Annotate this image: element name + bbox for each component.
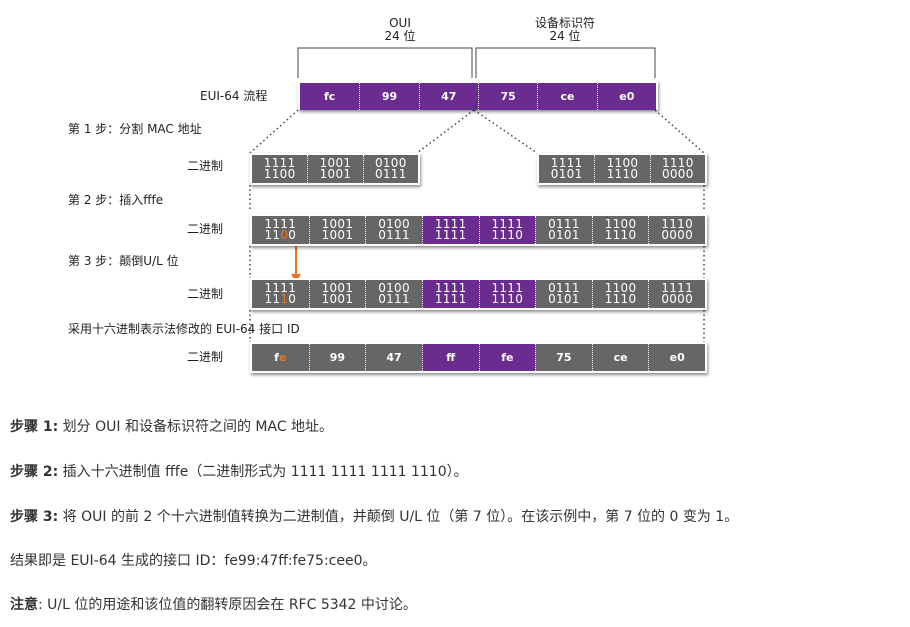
oui-label: OUI: [389, 16, 411, 30]
binary-label-3: 二进制: [187, 287, 224, 301]
paragraph-result: 结果即是 EUI-64 生成的接口 ID：fe99:47ff:fe75:cee0…: [10, 553, 377, 569]
oui-header: OUI 24 位: [370, 17, 430, 43]
binary-label-2: 二进制: [187, 222, 224, 236]
mac-hex-cell: fc: [300, 83, 360, 110]
eui-process-label: EUI-64 流程: [200, 89, 268, 103]
final-hex-cell: 75: [535, 344, 592, 371]
paragraph-step3: 步骤 3: 将 OUI 的前 2 个十六进制值转换为二进制值，并颠倒 U/L 位…: [10, 509, 739, 525]
final-hex-cell: fe: [478, 344, 536, 371]
paragraph-step2: 步骤 2: 插入十六进制值 fffe（二进制形式为 1111 1111 1111…: [10, 464, 468, 480]
final-hex-cell: 99: [308, 344, 366, 371]
step2-label: 第 2 步：插入fffe: [68, 193, 164, 207]
final-hex-cell: ff: [421, 344, 479, 371]
binary-label-4: 二进制: [187, 350, 224, 364]
step3-label: 第 3 步：颠倒U/L 位: [68, 254, 179, 268]
mac-hex-cell: 99: [359, 83, 419, 110]
paragraph-step1: 步骤 1: 划分 OUI 和设备标识符之间的 MAC 地址。: [10, 419, 334, 435]
final-hex-cell: 47: [365, 344, 422, 371]
step1-label: 第 1 步：分割 MAC 地址: [68, 122, 202, 136]
device-id-header: 设备标识符 24 位: [520, 17, 610, 43]
binary-label-1: 二进制: [187, 159, 224, 173]
mac-hex-cell: e0: [596, 83, 656, 110]
oui-bits: 24 位: [384, 29, 416, 43]
mac-hex-cell: 75: [478, 83, 538, 110]
device-id-bits: 24 位: [549, 29, 581, 43]
mac-hex-cell: 47: [418, 83, 478, 110]
final-hex-cell: ce: [591, 344, 649, 371]
step4-label: 采用十六进制表示法修改的 EUI-64 接口 ID: [68, 322, 300, 336]
paragraph-note: 注意: U/L 位的用途和该位值的翻转原因会在 RFC 5342 中讨论。: [10, 597, 417, 613]
device-id-label: 设备标识符: [534, 16, 595, 30]
mac-hex-cell: ce: [537, 83, 597, 110]
final-hex-cell: e0: [648, 344, 705, 371]
